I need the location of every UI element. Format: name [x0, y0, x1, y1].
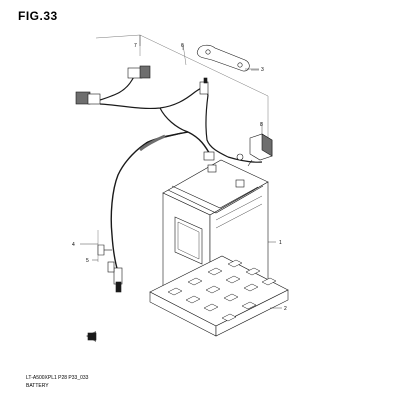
battery-tray — [149, 255, 289, 337]
negative-cable-terminal — [107, 261, 123, 293]
positive-terminal-bolt — [203, 151, 244, 161]
figure-name: BATTERY — [26, 383, 49, 389]
callout-5: 5 — [86, 258, 89, 264]
callout-7: 7 — [134, 43, 137, 49]
battery-holder-plate — [196, 44, 259, 72]
callout-6: 6 — [181, 43, 184, 49]
starter-relay — [247, 133, 273, 167]
figure-code: LT-A500XPL1 P28 P33_033 — [26, 375, 89, 381]
positive-battery-cable — [139, 131, 213, 159]
terminal-end-upper — [199, 77, 209, 95]
front-arrow-icon — [86, 331, 97, 342]
harness-connector-left — [75, 91, 101, 105]
callout-4: 4 — [72, 242, 75, 248]
callout-8: 8 — [260, 122, 263, 128]
fuse-holder — [127, 65, 151, 79]
callout-3: 3 — [261, 67, 264, 73]
callout-2: 2 — [284, 306, 287, 312]
cable-clamp — [97, 244, 112, 256]
positive-wire-harness — [99, 72, 263, 163]
callout-1: 1 — [279, 240, 282, 246]
callout-leaders — [80, 35, 282, 309]
figure-title: FIG.33 — [18, 9, 58, 23]
